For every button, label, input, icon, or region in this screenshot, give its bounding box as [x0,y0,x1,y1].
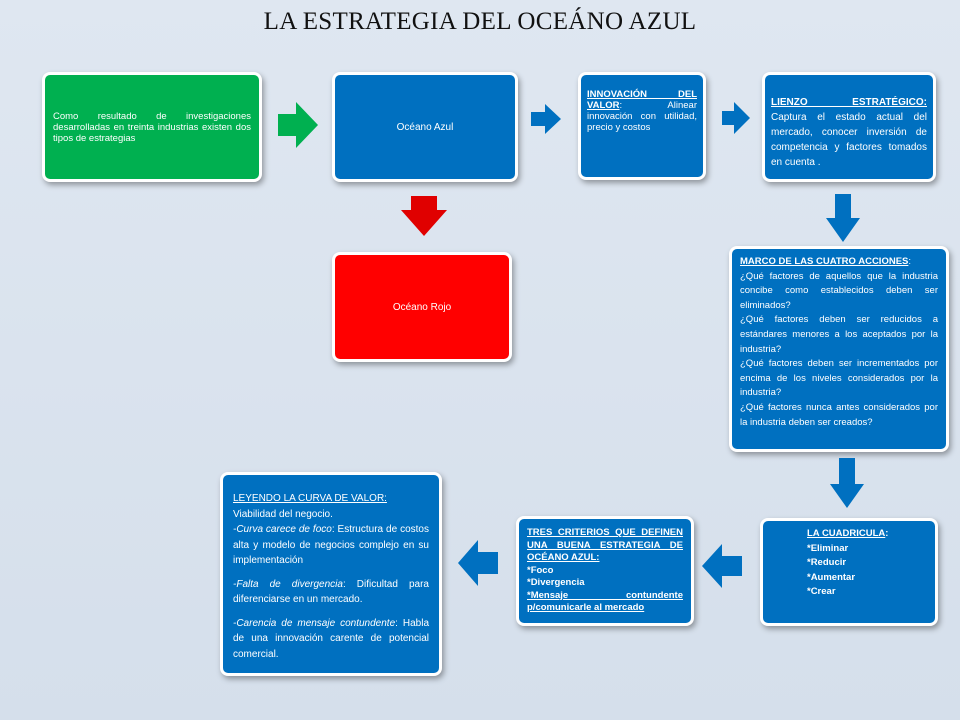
criterios-item: *Foco [527,564,554,576]
arrow-right-icon [722,102,750,134]
criterios-box: TRES CRITERIOS QUE DEFINEN UNA BUENA EST… [516,516,694,626]
arrow-left-icon [702,544,742,588]
curva-text: : Habla de una innovación carente de pot… [233,617,430,660]
curva-heading: LEYENDO LA CURVA DE VALOR: [233,493,387,504]
marco-box: MARCO DE LAS CUATRO ACCIONES: ¿Qué facto… [729,246,949,452]
intro-text: Como resultado de investigaciones desarr… [53,110,251,144]
lienzo-text: Captura el estado actual del mercado, co… [771,112,927,168]
intro-box: Como resultado de investigaciones desarr… [42,72,262,182]
cuadricula-heading-colon: : [885,528,889,539]
arrow-right-icon [278,102,318,148]
criterios-item: *Mensaje contundente p/comunicarle al me… [527,589,683,614]
criterios-item: *Divergencia [527,577,585,588]
curva-term: -Curva carece de foco [233,524,332,535]
marco-question: ¿Qué factores deben ser reducidos a está… [740,314,938,355]
cuadricula-box: LA CUADRICULA: *Eliminar *Reducir *Aumen… [760,518,938,626]
marco-heading: MARCO DE LAS CUATRO ACCIONES [740,256,909,267]
curva-term: -Falta de divergencia [233,578,343,590]
marco-question: ¿Qué factores deben ser incrementados po… [740,358,938,399]
lienzo-heading: LIENZO ESTRATÉGICO: [771,97,927,108]
cuadricula-item: *Reducir [807,557,847,568]
criterios-heading: TRES CRITERIOS QUE DEFINEN UNA BUENA EST… [527,527,683,563]
curva-text: : Estructura de costos alta y modelo de … [233,524,429,566]
cuadricula-heading: LA CUADRICULA [807,528,886,539]
lienzo-box: LIENZO ESTRATÉGICO: Captura el estado ac… [762,72,936,182]
curva-box: LEYENDO LA CURVA DE VALOR: Viabilidad de… [220,472,442,676]
marco-question: ¿Qué factores de aquellos que la industr… [740,270,938,311]
oceano-azul-box: Océano Azul [332,72,518,182]
oceano-rojo-box: Océano Rojo [332,252,512,362]
arrow-down-icon [830,458,864,508]
innovacion-heading: INNOVACIÓN DEL VALOR [587,89,697,111]
cuadricula-item: *Eliminar [807,542,849,554]
marco-heading-colon: : [908,256,912,267]
page-title: LA ESTRATEGIA DEL OCEÁNO AZUL [263,8,697,35]
innovacion-text: : Alinear innovación con utilidad, preci… [587,100,697,133]
cuadricula-item: *Aumentar [807,571,856,583]
cuadricula-item: *Crear [807,586,836,597]
oceano-azul-label: Océano Azul [396,121,454,133]
curva-text: : Dificultad para diferenciarse en un me… [233,578,429,606]
arrow-left-icon [458,540,498,586]
marco-question: ¿Qué factores nunca antes considerados p… [740,401,938,428]
curva-line: Viabilidad del negocio. [233,508,333,520]
curva-term: -Carencia de mensaje contundente [233,617,396,629]
arrow-down-icon [826,194,860,242]
innovacion-box: INNOVACIÓN DEL VALOR: Alinear innovación… [578,72,706,180]
arrow-down-icon [401,196,447,236]
arrow-right-icon [531,104,561,134]
oceano-rojo-label: Océano Rojo [392,301,452,313]
